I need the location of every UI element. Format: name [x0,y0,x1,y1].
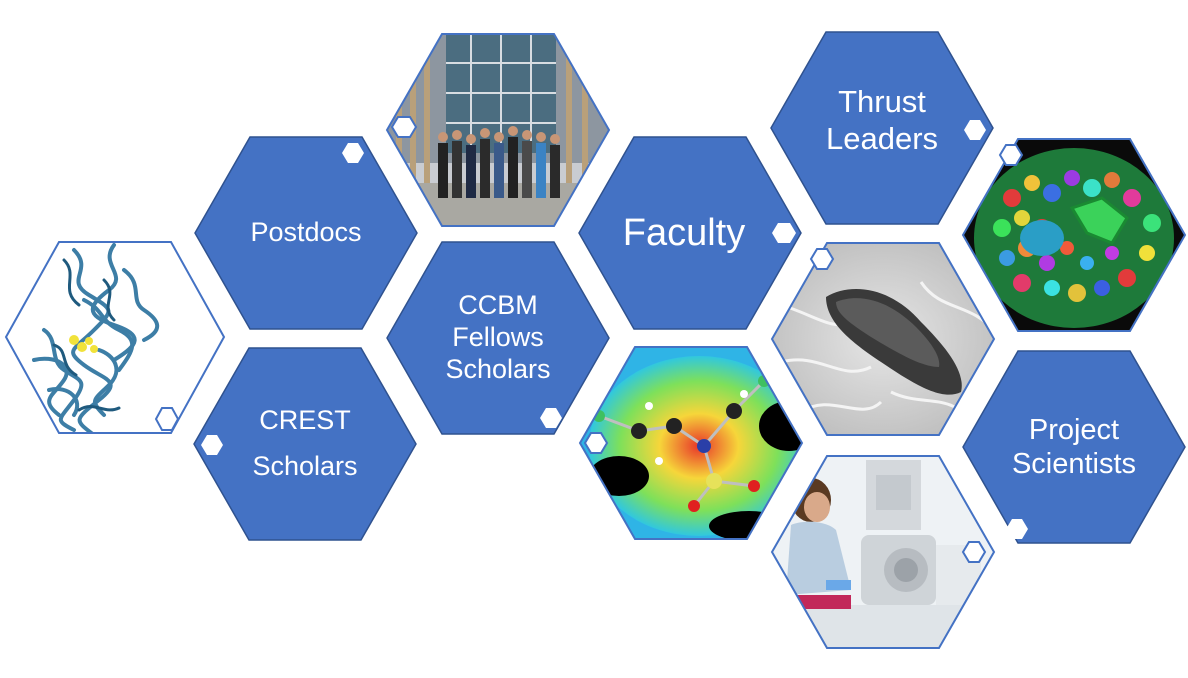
protein-structure-image [4,240,226,435]
ccbm-fellows-scholars-hexagon[interactable]: CCBM Fellows Scholars [386,241,610,435]
postdocs-hexagon[interactable]: Postdocs [194,136,418,330]
micrograph-image [770,242,996,436]
molecule-map-image [578,346,804,540]
group-photo-image [385,33,611,227]
faculty-hexagon[interactable]: Faculty [578,136,802,330]
scientist-lab-image [770,455,996,649]
crest-scholars-hexagon[interactable]: CREST Scholars [193,347,417,541]
thrust-leaders-hexagon[interactable]: Thrust Leaders [770,31,994,225]
project-scientists-hexagon[interactable]: Project Scientists [962,350,1186,544]
cell-segmentation-image [961,138,1187,332]
